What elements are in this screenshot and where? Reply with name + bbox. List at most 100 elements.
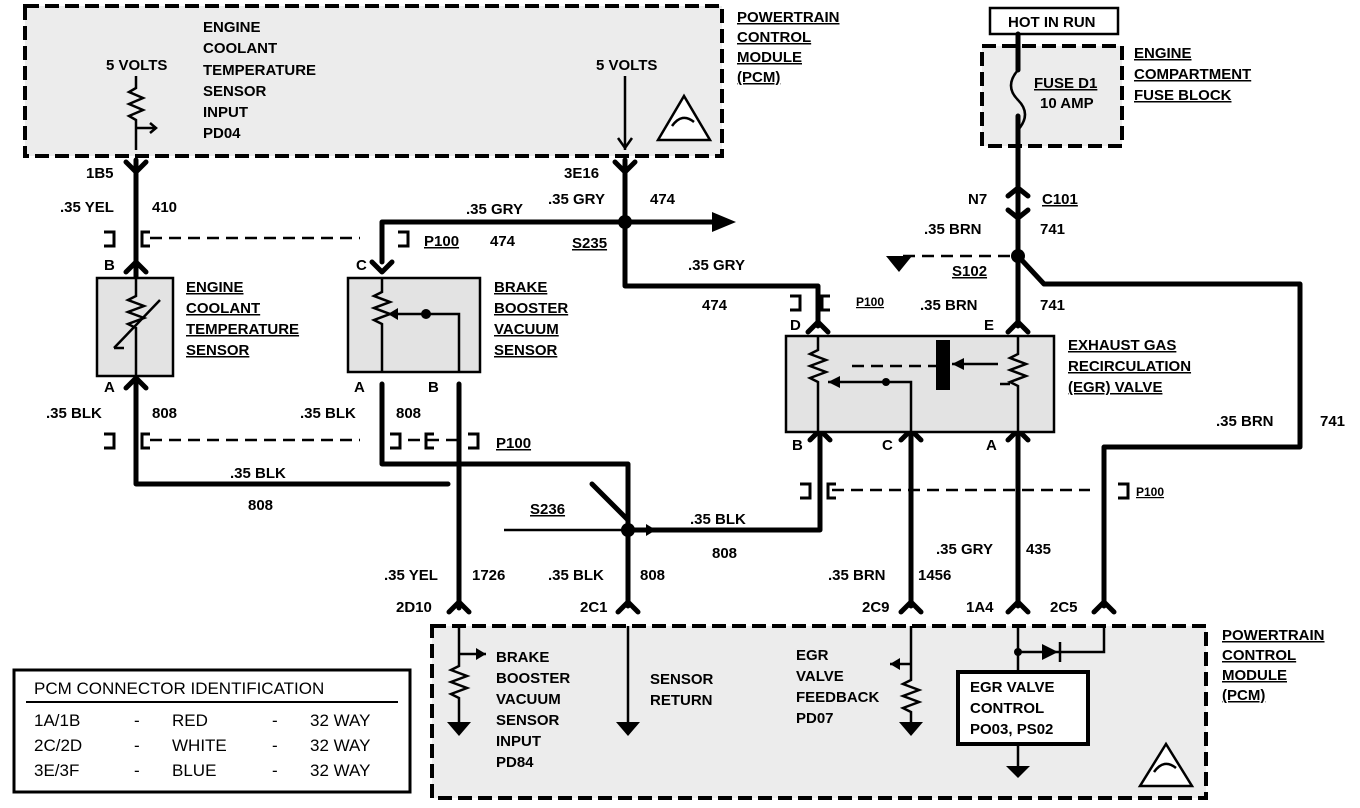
row-3-conn: 3E/3F bbox=[34, 761, 79, 780]
pin-2c9: 2C9 bbox=[862, 599, 890, 616]
egr-feedback-line-3: FEEDBACK bbox=[796, 689, 880, 706]
bbv-input-line-5: INPUT bbox=[496, 733, 541, 750]
bbv-input-line-3: VACUUM bbox=[496, 691, 561, 708]
pcm-bottom-module: POWERTRAIN CONTROL MODULE (PCM) BRAKE BO… bbox=[430, 624, 1325, 800]
bbv-sensor-label-2: BOOSTER bbox=[494, 300, 568, 317]
wire-741-a: 741 bbox=[1040, 221, 1065, 238]
pcm-connector-table: PCM CONNECTOR IDENTIFICATION 1A/1B - RED… bbox=[12, 668, 412, 794]
egr-feedback-line-2: VALVE bbox=[796, 668, 844, 685]
ect-sensor-label-1: ENGINE bbox=[186, 279, 244, 296]
ect-sensor-label-3: TEMPERATURE bbox=[186, 321, 299, 338]
wire-brn-741-a: .35 BRN bbox=[924, 221, 982, 238]
wire-brn-1456: .35 BRN bbox=[828, 567, 886, 584]
egr-label-1: EXHAUST GAS bbox=[1068, 337, 1176, 354]
wire-435: 435 bbox=[1026, 541, 1051, 558]
egr-valve: EXHAUST GAS RECIRCULATION (EGR) VALVE D … bbox=[784, 317, 1191, 454]
egr-control-line-2: CONTROL bbox=[970, 700, 1044, 717]
egr-pin-e: E bbox=[984, 317, 994, 334]
bbv-sensor-label-1: BRAKE bbox=[494, 279, 547, 296]
egr-pin-a: A bbox=[986, 437, 997, 454]
egr-pin-d: D bbox=[790, 317, 801, 334]
splice-s102: S102 bbox=[952, 263, 987, 280]
wire-brn-741-c: .35 BRN bbox=[1216, 413, 1274, 430]
conn-p100-b: P100 bbox=[856, 295, 884, 309]
pin-2d10: 2D10 bbox=[396, 599, 432, 616]
connector-housings bbox=[104, 230, 1130, 500]
esd-warning-icon-bottom bbox=[1137, 741, 1195, 788]
wire-741-b: 741 bbox=[1040, 297, 1065, 314]
ect-sensor: ENGINE COOLANT TEMPERATURE SENSOR B A bbox=[95, 257, 299, 396]
bbv-input-line-6: PD84 bbox=[496, 754, 534, 771]
ect-input-line-1: ENGINE bbox=[203, 19, 261, 36]
wire-blk-ect: .35 BLK bbox=[46, 405, 102, 422]
conn-p100-c: P100 bbox=[496, 435, 531, 452]
bbv-pin-b: B bbox=[428, 379, 439, 396]
volts-left: 5 VOLTS bbox=[106, 57, 167, 74]
pcm-bottom-label-4: (PCM) bbox=[1222, 687, 1265, 704]
pcm-top-module: POWERTRAIN CONTROL MODULE (PCM) ENGINE C… bbox=[23, 4, 840, 158]
row-2-sep2: - bbox=[272, 736, 278, 755]
ect-pin-b: B bbox=[104, 257, 115, 274]
wire-808-d: 808 bbox=[712, 545, 737, 562]
row-3-sep1: - bbox=[134, 761, 140, 780]
pin-2c5: 2C5 bbox=[1050, 599, 1078, 616]
conn-p100-d: P100 bbox=[1136, 485, 1164, 499]
wire-gry-branch: .35 GRY bbox=[466, 201, 523, 218]
row-1-sep2: - bbox=[272, 711, 278, 730]
wire-gry-egr: .35 GRY bbox=[688, 257, 745, 274]
pin-2c1: 2C1 bbox=[580, 599, 608, 616]
egr-control-line-1: EGR VALVE bbox=[970, 679, 1054, 696]
sensor-return-line-2: RETURN bbox=[650, 692, 713, 709]
bbv-sensor-label-4: SENSOR bbox=[494, 342, 558, 359]
wire-gry-435: .35 GRY bbox=[936, 541, 993, 558]
bbv-input-line-1: BRAKE bbox=[496, 649, 549, 666]
table-title: PCM CONNECTOR IDENTIFICATION bbox=[34, 679, 324, 698]
bbv-sensor-label-3: VACUUM bbox=[494, 321, 559, 338]
ect-input-line-3: TEMPERATURE bbox=[203, 62, 316, 79]
row-1-conn: 1A/1B bbox=[34, 711, 80, 730]
row-2-sep1: - bbox=[134, 736, 140, 755]
row-2-color: WHITE bbox=[172, 736, 227, 755]
row-1-sep1: - bbox=[134, 711, 140, 730]
pcm-bottom-label-2: CONTROL bbox=[1222, 647, 1296, 664]
conn-p100-a: P100 bbox=[424, 233, 459, 250]
bbv-input-line-2: BOOSTER bbox=[496, 670, 570, 687]
row-3-color: BLUE bbox=[172, 761, 216, 780]
wire-labels: 1B5 3E16 N7 C101 .35 YEL 410 .35 GRY 474… bbox=[46, 165, 1345, 616]
wire-808-e: 808 bbox=[640, 567, 665, 584]
pin-3e16: 3E16 bbox=[564, 165, 599, 182]
wire-brn-741-b: .35 BRN bbox=[920, 297, 978, 314]
fuse-block-label-2: COMPARTMENT bbox=[1134, 66, 1251, 83]
pin-1b5: 1B5 bbox=[86, 165, 114, 182]
egr-label-2: RECIRCULATION bbox=[1068, 358, 1191, 375]
pcm-top-label-2: CONTROL bbox=[737, 29, 811, 46]
row-1-ways: 32 WAY bbox=[310, 711, 370, 730]
bbv-sensor: BRAKE BOOSTER VACUUM SENSOR C A B bbox=[346, 257, 568, 396]
esd-warning-icon bbox=[655, 93, 713, 142]
wire-808-a: 808 bbox=[152, 405, 177, 422]
fuse-block-label-3: FUSE BLOCK bbox=[1134, 87, 1232, 104]
wire-yel-1726: .35 YEL bbox=[384, 567, 438, 584]
wire-1726: 1726 bbox=[472, 567, 505, 584]
volts-right: 5 VOLTS bbox=[596, 57, 657, 74]
egr-control-line-3: PO03, PS02 bbox=[970, 721, 1053, 738]
bbv-input-line-4: SENSOR bbox=[496, 712, 560, 729]
wire-blk-bbv: .35 BLK bbox=[300, 405, 356, 422]
pcm-bottom-label-1: POWERTRAIN bbox=[1222, 627, 1325, 644]
wire-410: 410 bbox=[152, 199, 177, 216]
wire-blk-s236: .35 BLK bbox=[690, 511, 746, 528]
bbv-pin-a: A bbox=[354, 379, 365, 396]
ect-sensor-label-4: SENSOR bbox=[186, 342, 250, 359]
fuse-block-label-1: ENGINE bbox=[1134, 45, 1192, 62]
fuse-rating: 10 AMP bbox=[1040, 95, 1094, 112]
wire-474-a: 474 bbox=[650, 191, 676, 208]
splice-s235: S235 bbox=[572, 235, 607, 252]
ect-input-line-6: PD04 bbox=[203, 125, 241, 142]
egr-feedback-line-4: PD07 bbox=[796, 710, 834, 727]
ect-input-line-2: COOLANT bbox=[203, 40, 277, 57]
pcm-top-label-3: MODULE bbox=[737, 49, 802, 66]
wire-741-c: 741 bbox=[1320, 413, 1345, 430]
pin-1a4: 1A4 bbox=[966, 599, 994, 616]
egr-pin-c: C bbox=[882, 437, 893, 454]
